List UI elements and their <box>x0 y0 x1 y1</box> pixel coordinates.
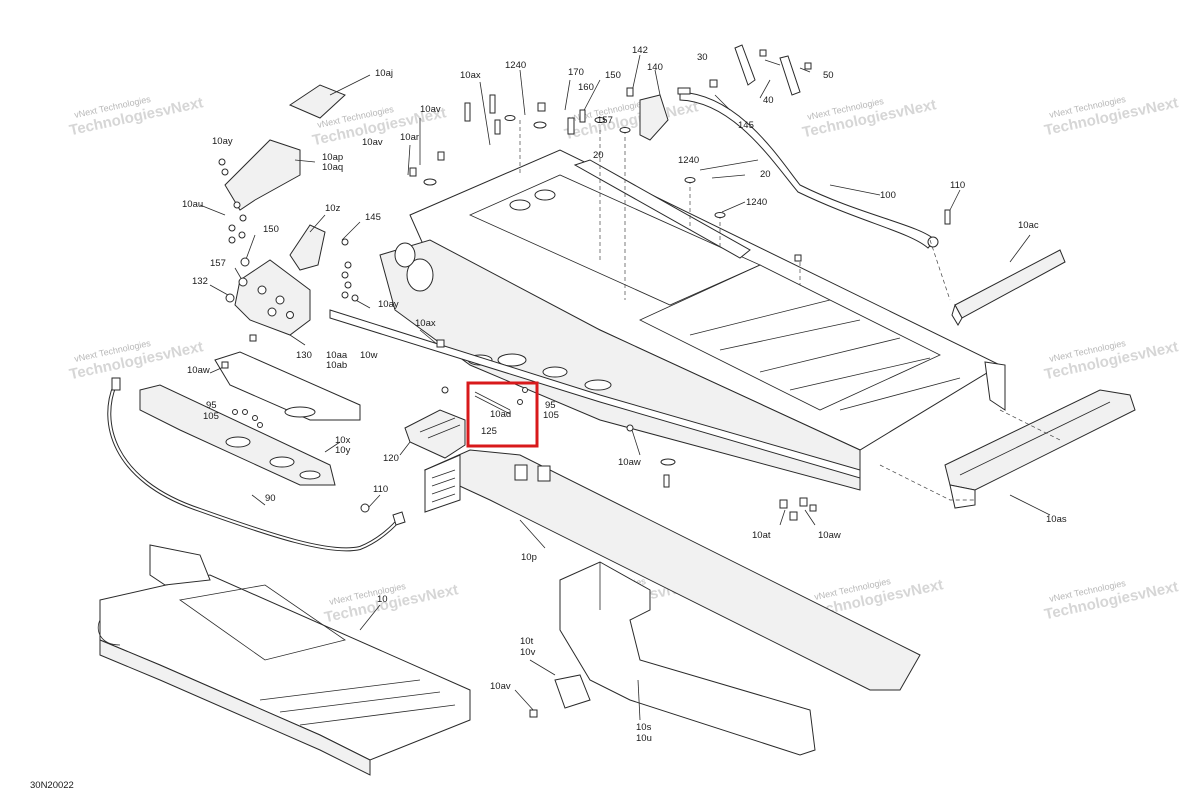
callout-125: 125 <box>481 426 497 437</box>
callout-10ax: 10ax <box>415 318 436 329</box>
callout-10aj: 10aj <box>375 68 393 79</box>
plate-10x <box>139 384 336 486</box>
callout-10ap: 10ap <box>322 152 343 163</box>
side-panel-10s <box>554 561 816 756</box>
callout-40: 40 <box>763 95 774 106</box>
callout-labels: 10aj 10ax 1240 170 150 142 30 50 160 140… <box>182 45 1067 744</box>
callout-30: 30 <box>697 52 708 63</box>
callout-95: 95 <box>206 400 217 411</box>
callout-10av: 10av <box>490 681 511 692</box>
callout-105: 105 <box>543 410 559 421</box>
callout-1240: 1240 <box>746 197 767 208</box>
lower-tunnel <box>423 449 921 691</box>
callout-10as: 10as <box>1046 514 1067 525</box>
callout-90: 90 <box>265 493 276 504</box>
callout-10aw: 10aw <box>618 457 641 468</box>
highlight-box[interactable] <box>466 381 539 448</box>
callout-10y: 10y <box>335 445 351 456</box>
callout-95: 95 <box>545 400 556 411</box>
callout-10ay: 10ay <box>378 299 399 310</box>
callout-10ab: 10ab <box>326 360 347 371</box>
callout-130: 130 <box>296 350 312 361</box>
callout-10u: 10u <box>636 733 652 744</box>
callout-50: 50 <box>823 70 834 81</box>
callout-150: 150 <box>605 70 621 81</box>
callout-110: 110 <box>950 180 965 191</box>
callout-110: 110 <box>373 484 388 495</box>
callout-10at: 10at <box>752 530 771 541</box>
fasteners <box>111 49 951 718</box>
callout-145: 145 <box>365 212 381 223</box>
callout-10v: 10v <box>520 647 536 658</box>
callout-170: 170 <box>568 67 584 78</box>
callout-10: 10 <box>377 594 388 605</box>
assembled-tunnel-10 <box>97 544 471 776</box>
callout-10au: 10au <box>182 199 203 210</box>
callout-10aq: 10aq <box>322 162 343 173</box>
callout-157: 157 <box>597 115 613 126</box>
callout-10p: 10p <box>521 552 537 563</box>
bracket-10aj <box>288 84 346 119</box>
callout-105: 105 <box>203 411 219 422</box>
callout-10t: 10t <box>520 636 534 647</box>
callout-20: 20 <box>593 150 604 161</box>
callout-10ar: 10ar <box>400 132 419 143</box>
callout-120: 120 <box>383 453 399 464</box>
callout-10aw: 10aw <box>818 530 841 541</box>
callout-160: 160 <box>578 82 594 93</box>
callout-142: 142 <box>632 45 648 56</box>
callout-10w: 10w <box>360 350 378 361</box>
bracket-30 <box>734 44 801 96</box>
callout-20: 20 <box>760 169 771 180</box>
callout-157: 157 <box>210 258 226 269</box>
callout-10av: 10av <box>420 104 441 115</box>
main-tunnel <box>329 149 1006 491</box>
callout-132: 132 <box>192 276 208 287</box>
bracket-140 <box>639 94 669 141</box>
callout-100: 100 <box>880 190 896 201</box>
callout-140: 140 <box>647 62 663 73</box>
callout-10s: 10s <box>636 722 652 733</box>
callout-10ax: 10ax <box>460 70 481 81</box>
leaders <box>199 54 1051 721</box>
callout-10ad: 10ad <box>490 409 511 420</box>
step-120 <box>404 409 466 459</box>
callout-10aa: 10aa <box>326 350 348 361</box>
cable-90 <box>107 384 402 552</box>
callout-10ac: 10ac <box>1018 220 1039 231</box>
callout-10av: 10av <box>362 137 383 148</box>
callout-10aw: 10aw <box>187 365 210 376</box>
callout-1240: 1240 <box>678 155 699 166</box>
callout-1240: 1240 <box>505 60 526 71</box>
callout-10x: 10x <box>335 435 351 446</box>
diagram-reference-code: 30N20022 <box>30 780 74 791</box>
guides <box>519 120 1061 501</box>
bracket-10ap <box>224 139 301 211</box>
plate-130 <box>234 259 311 336</box>
small-rail-10ac <box>951 249 1066 326</box>
handle-100 <box>679 91 939 249</box>
callout-10ay: 10ay <box>212 136 233 147</box>
callout-145: 145 <box>738 120 754 131</box>
callout-10z: 10z <box>325 203 341 214</box>
right-rail-10as <box>944 389 1136 509</box>
callout-150: 150 <box>263 224 279 235</box>
bracket-10z <box>289 224 326 271</box>
left-brace-10aa <box>214 351 361 421</box>
